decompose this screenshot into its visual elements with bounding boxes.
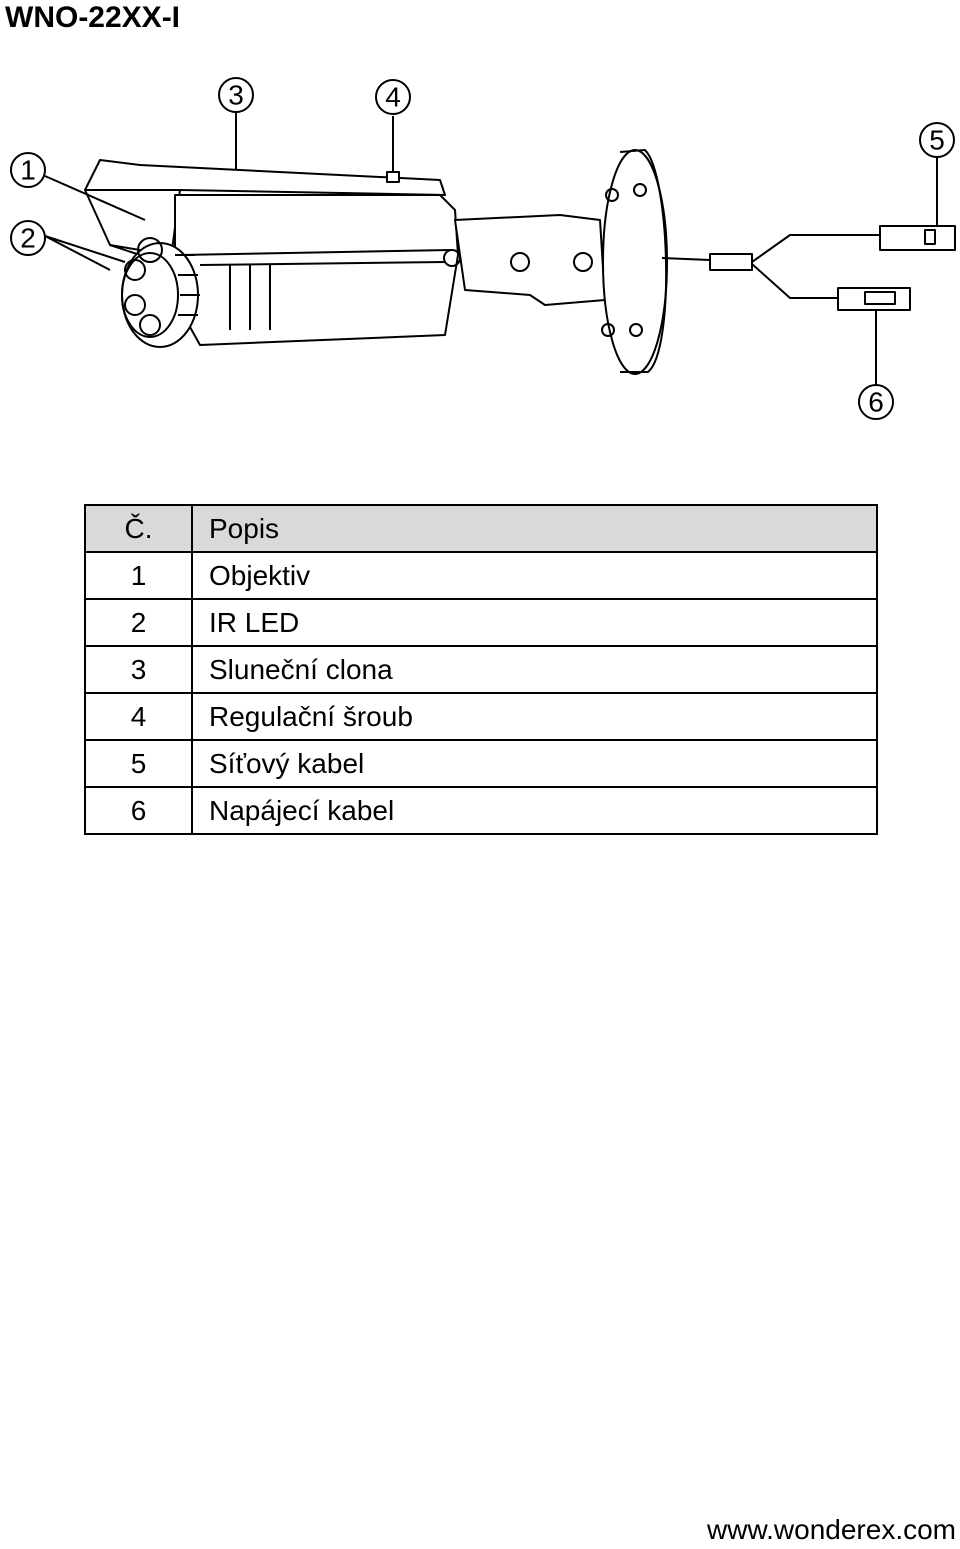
row-description: IR LED: [191, 598, 878, 647]
callout-4-label: 4: [385, 82, 401, 113]
camera-diagram: 1 2 3 4 5 6: [10, 77, 956, 420]
footer-url: www.wonderex.com: [707, 1514, 956, 1545]
parts-table: Č. Popis 1 Objektiv 2 IR LED 3 Sluneční …: [84, 504, 878, 835]
network-connector: [879, 225, 956, 251]
row-number: 6: [84, 786, 193, 835]
header-description: Popis: [191, 504, 878, 553]
table-row: 5 Síťový kabel: [84, 739, 878, 788]
callout-5-marker: [919, 122, 955, 158]
table-row: 1 Objektiv: [84, 551, 878, 600]
callout-1-label: 1: [20, 155, 36, 186]
row-description: Sluneční clona: [191, 645, 878, 694]
row-number: 5: [84, 739, 193, 788]
table-row: 6 Napájecí kabel: [84, 786, 878, 835]
lens: [137, 237, 163, 263]
callout-3-marker: [218, 77, 254, 113]
bracket-arm: [454, 214, 606, 306]
document-title: WNO-22XX-I: [5, 1, 181, 34]
camera-body: [174, 194, 459, 346]
callout-5-label: 5: [929, 125, 945, 156]
adjusting-screw: [386, 171, 400, 183]
callout-1-marker: [10, 152, 46, 188]
row-description: Síťový kabel: [191, 739, 878, 788]
callout-6-marker: [858, 384, 894, 420]
row-description: Objektiv: [191, 551, 878, 600]
header-number: Č.: [84, 504, 193, 553]
table-row: 4 Regulační šroub: [84, 692, 878, 741]
callout-2-label: 2: [20, 223, 36, 254]
row-description: Regulační šroub: [191, 692, 878, 741]
row-description: Napájecí kabel: [191, 786, 878, 835]
row-number: 2: [84, 598, 193, 647]
callout-4-marker: [375, 79, 411, 115]
callout-3-label: 3: [228, 80, 244, 111]
row-number: 3: [84, 645, 193, 694]
row-number: 4: [84, 692, 193, 741]
row-number: 1: [84, 551, 193, 600]
callout-2-marker: [10, 220, 46, 256]
cable-main: [661, 257, 711, 261]
callout-6-label: 6: [868, 387, 884, 418]
table-row: 2 IR LED: [84, 598, 878, 647]
table-row: 3 Sluneční clona: [84, 645, 878, 694]
table-header-row: Č. Popis: [84, 504, 878, 553]
